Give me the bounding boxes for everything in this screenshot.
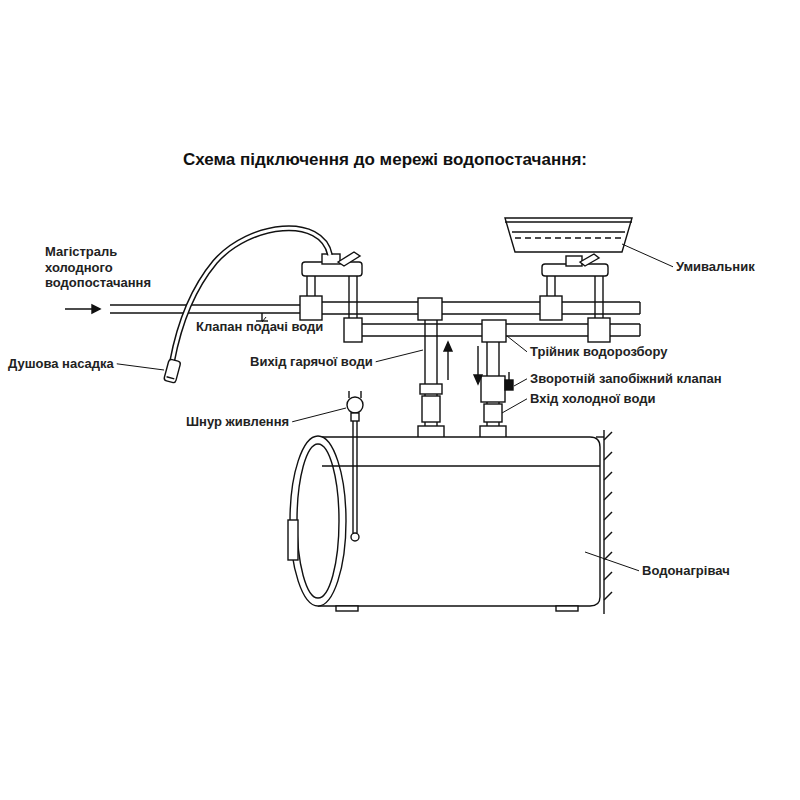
- lower-pipe: [344, 318, 640, 342]
- part-label: Вхід холодної води: [530, 391, 655, 407]
- part-label: Умивальник: [676, 259, 755, 275]
- water-heater: [288, 436, 600, 611]
- part-label: Клапан подачі води: [196, 319, 323, 335]
- part-label: Зворотній запобіжний клапан: [530, 371, 722, 387]
- shower-mixer: [300, 252, 362, 320]
- cold-main-pipe: [110, 305, 300, 313]
- leader-line: [292, 408, 346, 422]
- cold-inlet-pipe: [480, 342, 506, 438]
- wall: [596, 430, 612, 614]
- shower-hose: [172, 228, 330, 362]
- washbasin: [505, 218, 632, 252]
- check-valve-lever: [505, 372, 513, 390]
- leader-line: [376, 350, 423, 362]
- leader-line: [622, 244, 673, 267]
- flow-arrows: [444, 342, 482, 384]
- part-label: Душова насадка: [8, 356, 114, 372]
- shower-head: [164, 359, 181, 383]
- diagram-title: Схема підключення до мережі водопостачан…: [183, 150, 587, 170]
- hot-outlet-pipe: [418, 320, 444, 438]
- leader-line: [507, 336, 527, 352]
- leader-line: [514, 379, 527, 386]
- cold-tee: [482, 320, 506, 342]
- arrow-head: [92, 305, 100, 313]
- leader-line: [117, 364, 164, 370]
- part-label: Вихід гарячої води: [250, 354, 373, 370]
- leader-line: [502, 399, 527, 413]
- power-cord: [347, 391, 363, 541]
- part-label: Водонагрівач: [642, 563, 730, 579]
- upper-pipe: [300, 302, 640, 314]
- shower-hose-inner: [172, 228, 330, 362]
- basin-mixer: [540, 254, 610, 342]
- part-label: Магістраль холодного водопостачання: [45, 244, 170, 291]
- part-label: Шнур живлення: [186, 414, 289, 430]
- hot-tee: [418, 298, 442, 320]
- part-label: Трійник водорозбору: [530, 344, 668, 360]
- leader-line: [585, 552, 639, 571]
